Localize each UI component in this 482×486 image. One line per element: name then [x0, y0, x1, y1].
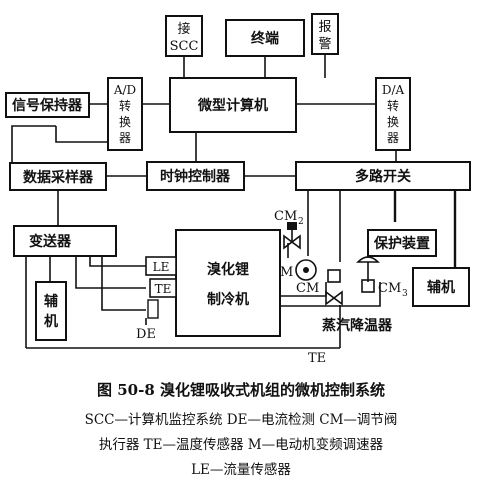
svg-text:器: 器 — [387, 131, 399, 145]
motor-icon — [295, 259, 317, 281]
de-label: DE — [136, 327, 156, 342]
svg-text:3: 3 — [402, 289, 408, 299]
transmitter-box: 变送器 — [13, 225, 117, 257]
actuator-icon — [356, 256, 380, 263]
valve-icon — [325, 290, 343, 306]
chiller-box: 溴化锂 制冷机 — [175, 229, 281, 337]
svg-text:D/A: D/A — [382, 83, 405, 97]
svg-text:报: 报 — [318, 20, 331, 35]
svg-text:转: 转 — [119, 98, 131, 113]
microcomputer-label: 微型计算机 — [197, 97, 268, 114]
steam-desuperheater-label: 蒸汽降温器 — [322, 317, 393, 334]
cm2-valve: CM 2 — [274, 209, 304, 250]
multiplexer-label: 多路开关 — [355, 168, 411, 185]
svg-text:CM: CM — [378, 281, 401, 296]
te-label: TE — [155, 282, 172, 296]
actuator-icon — [287, 222, 297, 230]
svg-text:器: 器 — [119, 131, 131, 145]
da-converter-box: D/A 转 换 器 — [375, 77, 411, 151]
motor: M — [280, 259, 317, 281]
svg-text:转: 转 — [387, 98, 399, 113]
svg-text:A/D: A/D — [113, 83, 136, 97]
te-bottom-label: TE — [308, 351, 326, 366]
svg-text:溴化锂: 溴化锂 — [207, 261, 249, 278]
svg-text:换: 换 — [387, 115, 399, 129]
signal-holder-box: 信号保持器 — [5, 92, 90, 118]
legend-line-3: LE—流量传感器 — [191, 462, 291, 478]
protection-box: 保护装置 — [367, 229, 437, 257]
cm1-valve: CM — [296, 269, 343, 306]
scc-line2: SCC — [170, 39, 199, 54]
le-label: LE — [153, 260, 170, 274]
multiplexer-box: 多路开关 — [295, 161, 471, 191]
svg-text:辅: 辅 — [44, 293, 58, 310]
alarm-box: 报 警 — [311, 13, 339, 55]
scc-box: 接 SCC — [165, 15, 203, 57]
motor-label: M — [280, 265, 293, 280]
svg-text:CM: CM — [274, 209, 297, 224]
transmitter-label: 变送器 — [29, 233, 72, 250]
clock-label: 时钟控制器 — [160, 168, 231, 185]
legend-line-2: 执行器 TE—温度传感器 M—电动机变频调速器 — [98, 437, 384, 453]
svg-text:制冷机: 制冷机 — [207, 291, 249, 308]
cm3-valve: CM 3 — [356, 256, 408, 299]
protection-label: 保护装置 — [373, 235, 430, 252]
svg-text:2: 2 — [298, 217, 304, 227]
control-system-diagram: 接 SCC 终端 报 警 微型计算机 A/D 转 换 器 D/A 转 换 器 信… — [5, 13, 471, 366]
ad-converter-box: A/D 转 换 器 — [107, 77, 143, 151]
terminal-label: 终端 — [251, 30, 279, 47]
sampler-label: 数据采样器 — [23, 169, 94, 186]
le-sensor: LE — [145, 256, 177, 276]
auxiliary-right-box: 辅机 — [412, 267, 470, 307]
cm1-label: CM — [296, 281, 319, 296]
te-sensor: TE — [149, 278, 177, 298]
svg-text:换: 换 — [119, 115, 131, 129]
sampler-box: 数据采样器 — [9, 162, 107, 191]
de-sensor: DE — [136, 299, 159, 342]
valve-icon — [283, 234, 301, 250]
figure-caption-title: 图 50-8 溴化锂吸收式机组的微机控制系统 — [97, 381, 385, 399]
microcomputer-box: 微型计算机 — [169, 77, 297, 133]
auxiliary-right-label: 辅机 — [427, 279, 455, 296]
svg-text:警: 警 — [318, 36, 331, 52]
signal-holder-label: 信号保持器 — [12, 97, 83, 114]
scc-line1: 接 — [177, 21, 190, 37]
legend-line-1: SCC—计算机监控系统 DE—电流检测 CM—调节阀 — [84, 412, 398, 428]
svg-text:机: 机 — [44, 313, 58, 330]
connections — [11, 54, 457, 349]
terminal-box: 终端 — [225, 19, 305, 57]
clock-controller-box: 时钟控制器 — [146, 161, 245, 191]
auxiliary-left-box: 辅 机 — [35, 281, 67, 341]
